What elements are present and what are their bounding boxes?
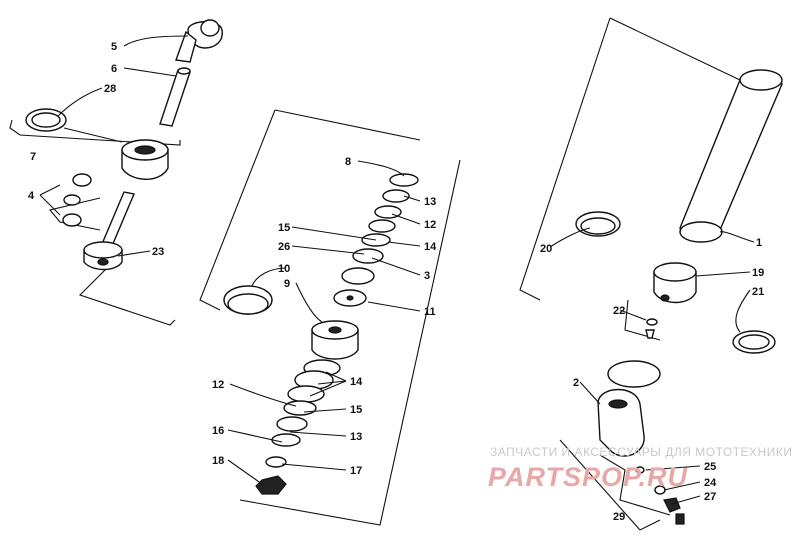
callout-19: 19 bbox=[752, 267, 764, 279]
callout-14b: 14 bbox=[350, 376, 363, 388]
callout-5: 5 bbox=[111, 41, 117, 53]
callout-10: 10 bbox=[278, 263, 290, 275]
part-6-shaft bbox=[159, 67, 191, 127]
callout-9: 9 bbox=[284, 278, 290, 290]
callout-25: 25 bbox=[704, 461, 716, 473]
callout-4: 4 bbox=[28, 190, 35, 202]
part-5-eye-end bbox=[175, 19, 223, 63]
frame-right bbox=[519, 17, 741, 531]
callout-24: 24 bbox=[704, 477, 717, 489]
callout-15a: 15 bbox=[278, 222, 290, 234]
callout-23: 23 bbox=[152, 246, 164, 258]
part-2-body bbox=[597, 360, 661, 457]
callout-7: 7 bbox=[30, 151, 36, 163]
watermark-brand: PARTSPOP.RU bbox=[488, 462, 689, 492]
callout-15b: 15 bbox=[350, 404, 362, 416]
part-19-cap bbox=[653, 262, 697, 304]
center-shims-lower bbox=[265, 359, 341, 468]
callout-8: 8 bbox=[345, 156, 351, 168]
callout-14a: 14 bbox=[424, 241, 437, 253]
callout-17: 17 bbox=[350, 465, 362, 477]
callout-13a: 13 bbox=[424, 196, 436, 208]
callout-1: 1 bbox=[756, 237, 762, 249]
part-7-cap bbox=[121, 139, 169, 180]
part-4-bushings bbox=[62, 173, 92, 227]
part-22-valve bbox=[645, 318, 658, 339]
callout-21: 21 bbox=[752, 286, 764, 298]
callout-labels: 5 6 28 7 4 23 8 13 12 15 26 14 3 10 9 11… bbox=[28, 41, 764, 523]
watermark-tagline: ЗАПЧАСТИ И АКСЕССУАРЫ ДЛЯ МОТОТЕХНИКИ bbox=[490, 445, 792, 459]
callout-28: 28 bbox=[104, 83, 116, 95]
callout-11: 11 bbox=[424, 306, 436, 318]
part-28-ring bbox=[25, 108, 67, 132]
frame-center bbox=[199, 109, 461, 526]
callout-12a: 12 bbox=[424, 219, 436, 231]
callout-22: 22 bbox=[613, 305, 625, 317]
part-1-reservoir bbox=[679, 69, 783, 243]
callout-6: 6 bbox=[111, 63, 117, 75]
callout-12b: 12 bbox=[212, 379, 224, 391]
callout-16: 16 bbox=[212, 425, 224, 437]
part-21-ring bbox=[732, 330, 776, 354]
callout-29: 29 bbox=[613, 511, 625, 523]
callout-2: 2 bbox=[573, 377, 579, 389]
part-20-ring bbox=[575, 211, 621, 237]
callout-26: 26 bbox=[278, 241, 290, 253]
part-23-retainer bbox=[83, 241, 123, 271]
callout-13b: 13 bbox=[350, 431, 362, 443]
part-9-piston bbox=[311, 320, 359, 360]
part-shaft-lower bbox=[101, 191, 135, 247]
callout-27: 27 bbox=[704, 491, 716, 503]
leader-lines bbox=[39, 35, 755, 505]
callout-18: 18 bbox=[212, 455, 224, 467]
callout-20: 20 bbox=[540, 243, 552, 255]
callout-3: 3 bbox=[424, 270, 430, 282]
watermark: ЗАПЧАСТИ И АКСЕССУАРЫ ДЛЯ МОТОТЕХНИКИ PA… bbox=[488, 445, 792, 492]
part-18-nut bbox=[255, 475, 287, 495]
part-10-band bbox=[223, 285, 273, 315]
